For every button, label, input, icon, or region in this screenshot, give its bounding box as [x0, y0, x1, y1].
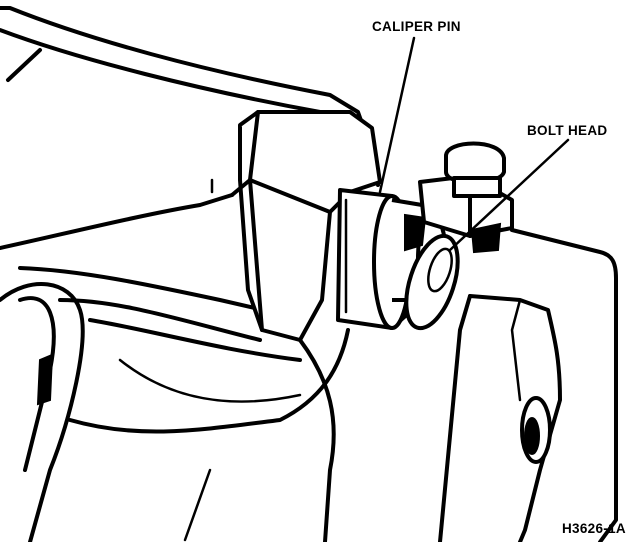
leader-lines [378, 36, 570, 252]
rotor-and-hub [0, 282, 350, 542]
adjusting-nut [418, 141, 514, 254]
caliper-bracket-block [230, 110, 382, 342]
caliper-pin-label: CALIPER PIN [372, 19, 461, 34]
figure-id-label: H3626-1A [562, 521, 626, 536]
knuckle-body [0, 6, 380, 310]
caliper-pin-leader [378, 36, 416, 194]
caliper-housing [438, 228, 618, 542]
bolt-head-leader [448, 138, 570, 252]
bolt-head-label: BOLT HEAD [527, 123, 607, 138]
bolt-head [404, 233, 460, 331]
